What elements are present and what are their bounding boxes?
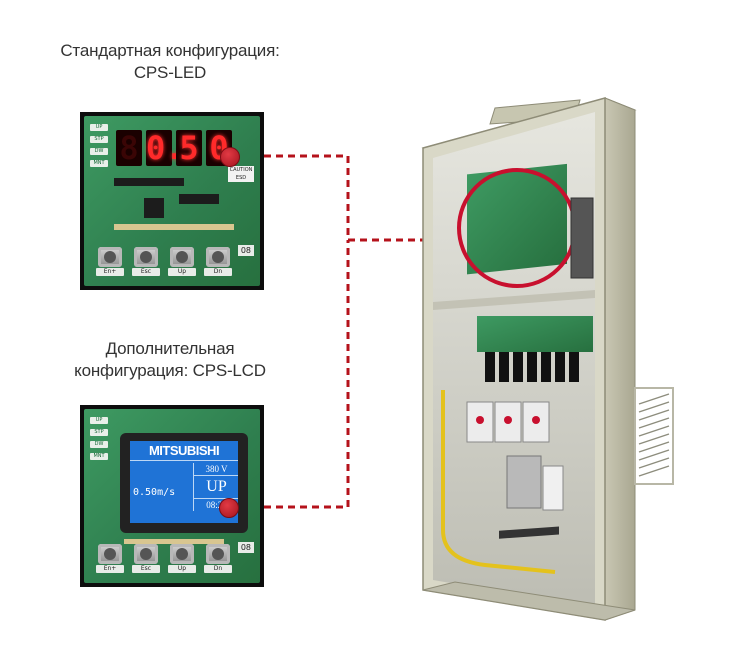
led-side-label-mnt: MNT <box>90 160 108 167</box>
cabinet-shelf <box>433 290 595 310</box>
lcd-status-panel: 380 V UP 08:28 <box>193 463 238 511</box>
lcd-side-label-up: UP <box>90 417 108 424</box>
push-button-icon <box>134 544 158 564</box>
push-button-icon <box>134 247 158 267</box>
lcd-button-esc-label: Esc <box>132 565 160 573</box>
led-side-label-stp: STP <box>90 136 108 143</box>
cabinet-transformer <box>506 455 542 509</box>
lcd-button-enter[interactable]: En+ <box>96 544 124 573</box>
cabinet-breaker <box>542 465 564 511</box>
lcd-button-row: En+ Esc Up Dn <box>96 544 232 573</box>
push-button-icon <box>98 247 122 267</box>
led-side-label-dw: DW <box>90 148 108 155</box>
led-chip <box>144 198 164 218</box>
led-pcb: UP STP DW MNT 8 0. 5 0 CAUTION ESD 08 En… <box>84 116 260 286</box>
standard-config-caption: Стандартная конфигурация: CPS-LED <box>10 40 330 84</box>
led-pin-header <box>114 224 234 230</box>
led-button-row: En+ Esc Up Dn <box>96 247 232 276</box>
push-button-icon <box>98 544 122 564</box>
led-button-esc-label: Esc <box>132 268 160 276</box>
lcd-voltage-readout: 380 V <box>194 463 238 476</box>
lcd-time-readout: 08:28 <box>206 500 227 510</box>
connector-line-lcd <box>240 240 350 509</box>
lcd-side-label-mnt: MNT <box>90 453 108 460</box>
lcd-side-labels: UP STP DW MNT <box>90 417 108 465</box>
led-button-down[interactable]: Dn <box>204 247 232 276</box>
lcd-direction-readout: UP <box>194 476 238 499</box>
cabinet-controller-board <box>467 163 567 275</box>
lcd-pcb: UP STP DW MNT MITSUBISHI 0.50m/s 380 V U… <box>84 409 260 583</box>
push-button-icon <box>170 544 194 564</box>
led-button-enter[interactable]: En+ <box>96 247 124 276</box>
standard-config-caption-line1: Стандартная конфигурация: <box>60 41 280 60</box>
cabinet-relay-board <box>477 316 593 352</box>
cabinet-power-supply <box>570 197 594 279</box>
caution-esd-label: CAUTION ESD <box>228 166 254 182</box>
lcd-model-label: 08 <box>237 542 254 553</box>
cabinet-side-panel <box>604 97 636 621</box>
lcd-brand-text: MITSUBISHI <box>130 443 238 461</box>
push-button-icon <box>170 247 194 267</box>
led-side-labels: UP STP DW MNT <box>90 124 108 172</box>
led-button-up-label: Up <box>168 268 196 276</box>
cabinet-base <box>422 581 636 621</box>
led-button-up[interactable]: Up <box>168 247 196 276</box>
lcd-side-label-dw: DW <box>90 441 108 448</box>
cabinet-contactors <box>466 401 550 443</box>
lcd-display-frame: MITSUBISHI 0.50m/s 380 V UP 08:28 <box>120 433 248 533</box>
lcd-button-enter-label: En+ <box>96 565 124 573</box>
led-side-label-up: UP <box>90 124 108 131</box>
push-button-icon <box>206 544 230 564</box>
led-button-down-label: Dn <box>204 268 232 276</box>
lcd-speed-readout: 0.50m/s <box>133 487 176 498</box>
optional-config-caption: Дополнительная конфигурация: CPS-LCD <box>10 338 330 382</box>
led-chip-row-2 <box>179 194 219 204</box>
push-button-icon <box>206 247 230 267</box>
lcd-button-up[interactable]: Up <box>168 544 196 573</box>
cabinet-side-vent <box>638 393 670 477</box>
cps-led-board-photo: UP STP DW MNT 8 0. 5 0 CAUTION ESD 08 En… <box>80 112 264 290</box>
standard-config-caption-line2: CPS-LED <box>133 63 207 82</box>
optional-config-caption-line2: конфигурация: CPS-LCD <box>74 361 266 380</box>
lcd-button-down[interactable]: Dn <box>204 544 232 573</box>
lcd-connector-dot <box>219 498 239 518</box>
led-digit-2: 0. <box>146 129 185 167</box>
led-button-enter-label: En+ <box>96 268 124 276</box>
led-button-esc[interactable]: Esc <box>132 247 160 276</box>
led-digit-3: 5 <box>176 130 202 166</box>
led-digit-1: 8 <box>116 130 142 166</box>
control-cabinet-illustration <box>421 97 674 621</box>
cabinet-relays <box>485 352 579 382</box>
connector-line-led <box>240 154 462 242</box>
cabinet-yellow-cable <box>441 390 556 574</box>
led-chip-row-1 <box>114 178 184 186</box>
lcd-button-down-label: Dn <box>204 565 232 573</box>
lcd-pin-header <box>124 539 224 544</box>
led-connector-dot <box>220 147 240 167</box>
led-model-label: 08 <box>237 245 254 256</box>
cps-lcd-board-photo: UP STP DW MNT MITSUBISHI 0.50m/s 380 V U… <box>80 405 264 587</box>
optional-config-caption-line1: Дополнительная <box>105 339 235 358</box>
lcd-side-label-stp: STP <box>90 429 108 436</box>
lcd-button-esc[interactable]: Esc <box>132 544 160 573</box>
lcd-button-up-label: Up <box>168 565 196 573</box>
cabinet-terminal-strip <box>499 526 559 539</box>
cabinet-side-vent-frame <box>634 387 674 485</box>
